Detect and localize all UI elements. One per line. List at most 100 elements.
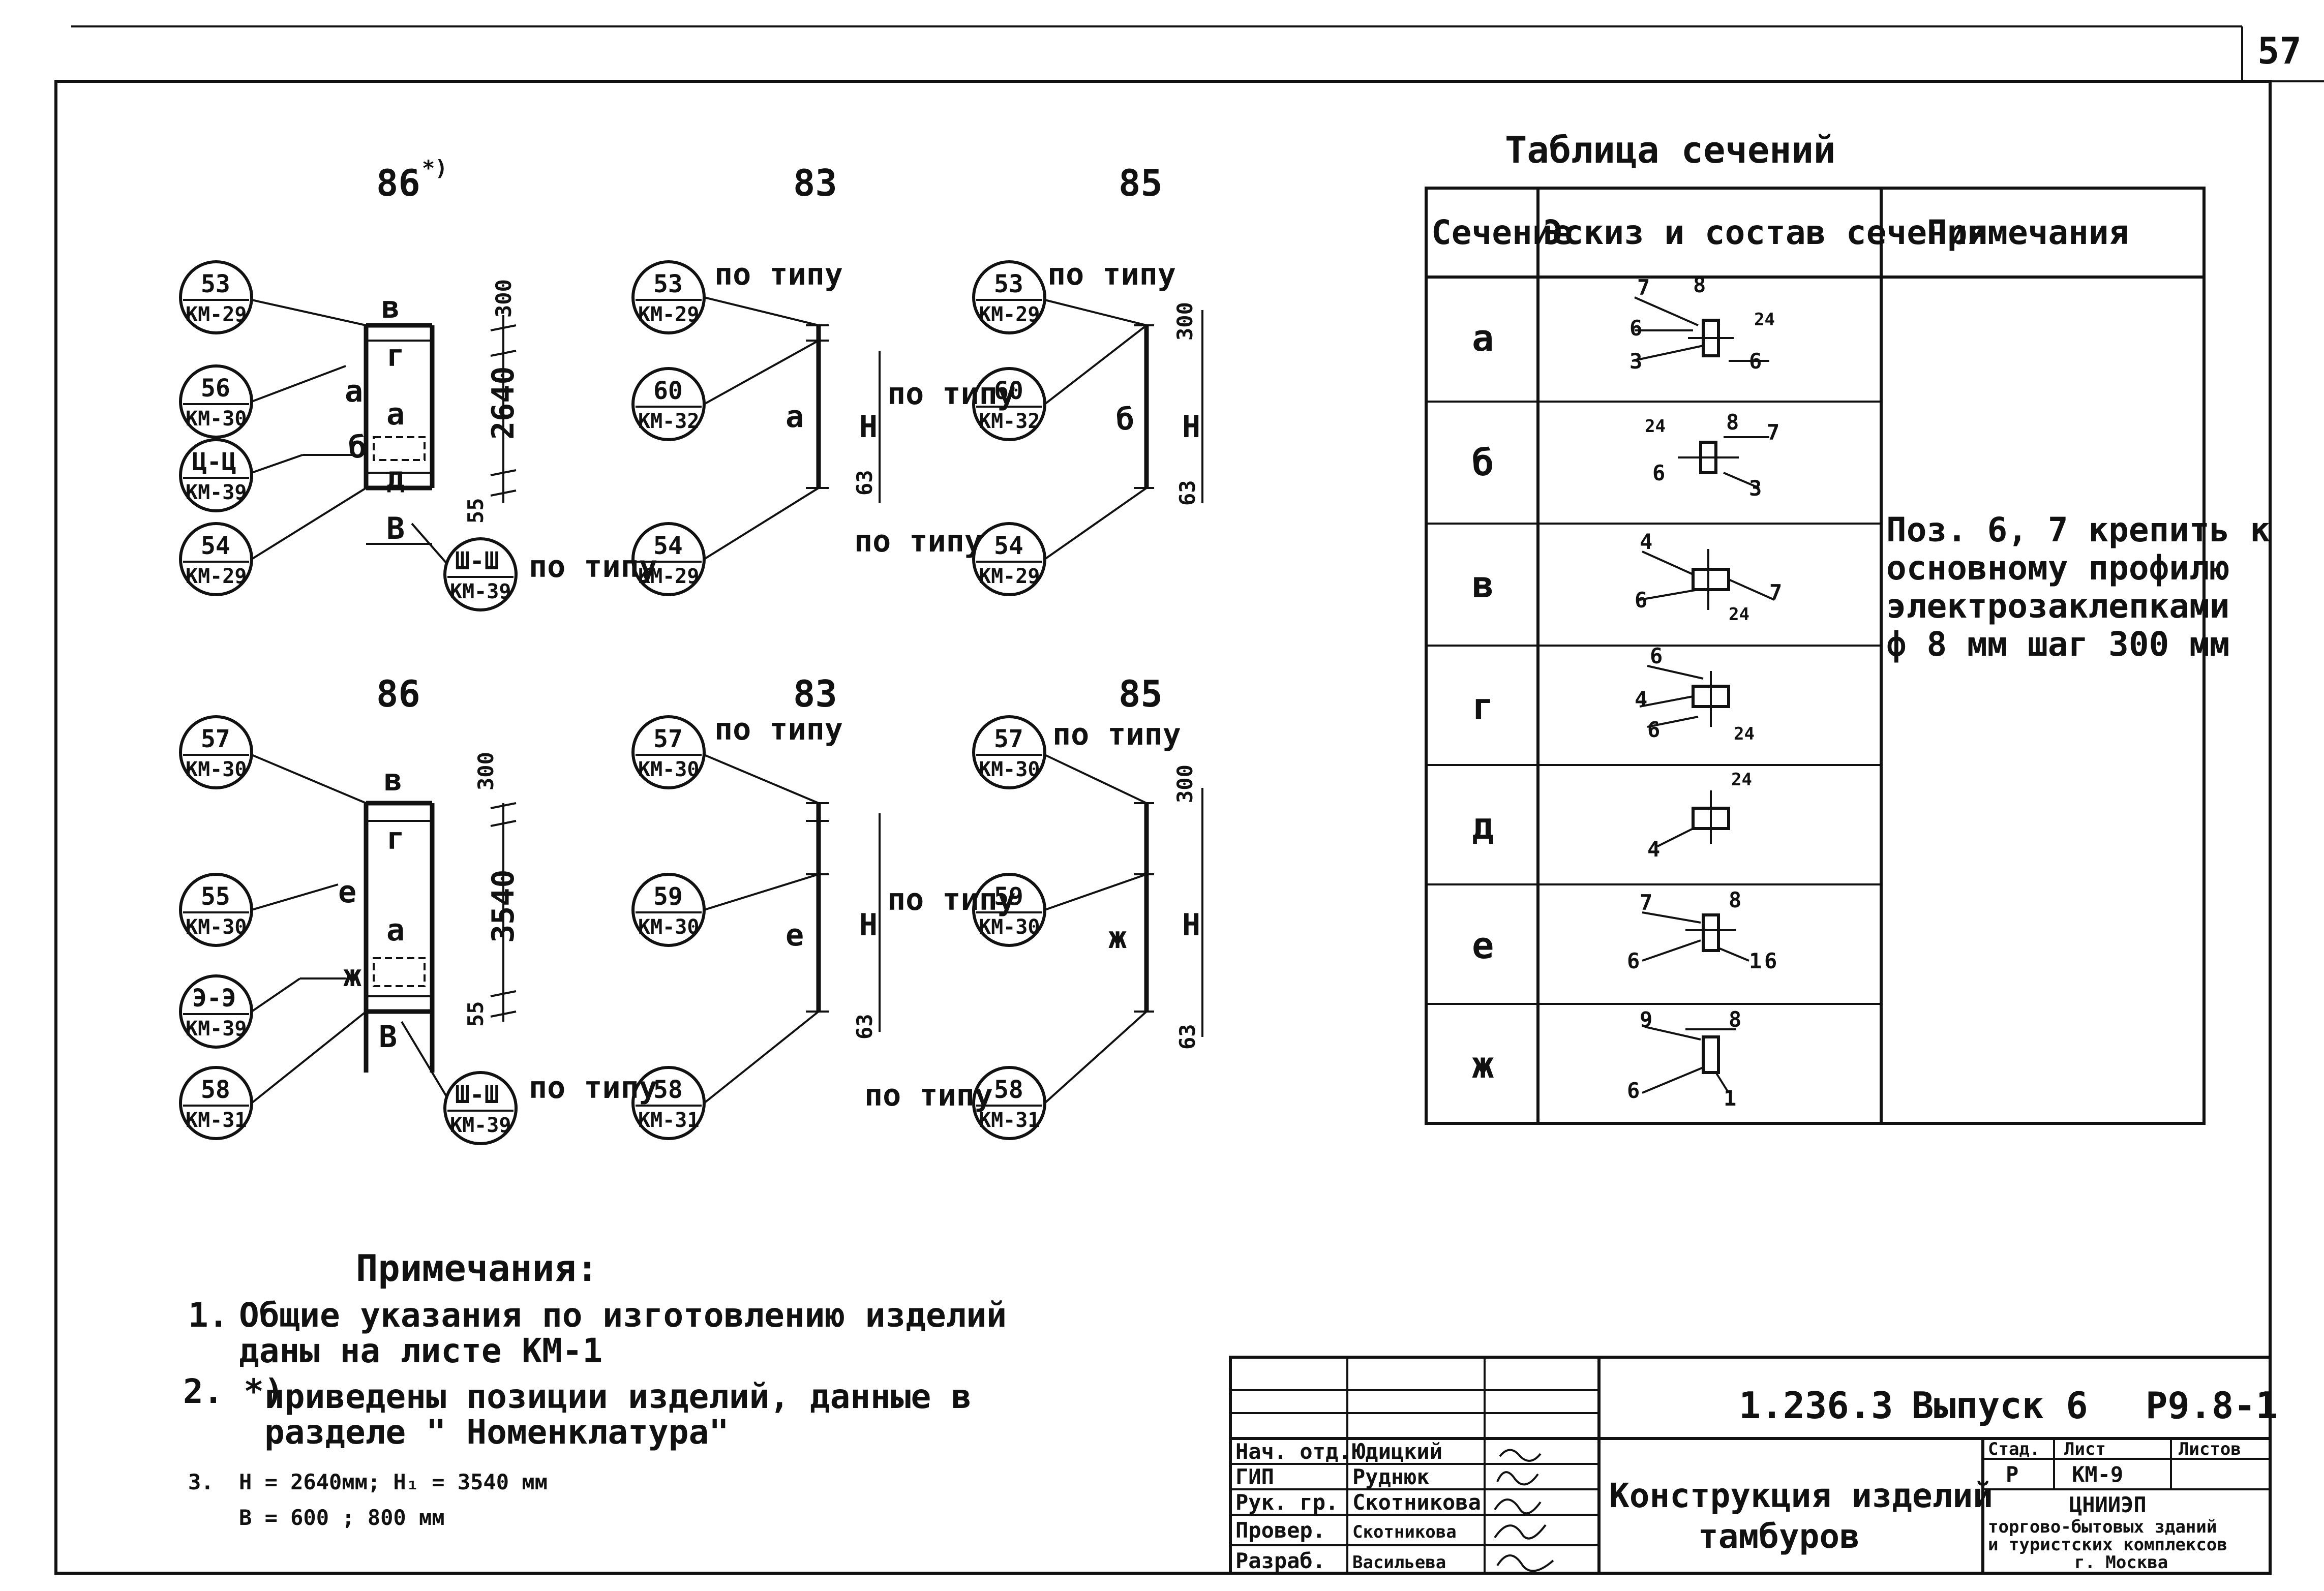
svg-text:е: е (338, 874, 356, 910)
svg-text:КМ-30: КМ-30 (979, 915, 1040, 939)
svg-text:ж: ж (1108, 920, 1127, 956)
svg-text:КМ-29: КМ-29 (979, 303, 1040, 326)
svg-text:КМ-31: КМ-31 (979, 1109, 1040, 1132)
sketch-zh: 9 8 6 1 (1627, 1007, 1741, 1111)
svg-text:КМ-29: КМ-29 (638, 303, 699, 326)
svg-text:КМ-30: КМ-30 (186, 758, 247, 781)
section-table: Таблица сечений Сечение Эскиз и состав с… (1425, 129, 2270, 1125)
svg-text:КМ-32: КМ-32 (638, 410, 699, 433)
bubble-ww: Ш-ШКМ-39 (443, 537, 518, 611)
svg-text:8: 8 (1693, 272, 1706, 297)
svg-text:7: 7 (1769, 580, 1782, 605)
doc-sheet-code: Р9.8-1 (2146, 1384, 2278, 1427)
svg-text:1.: 1. (188, 1296, 228, 1335)
svg-text:Юдицкий: Юдицкий (1352, 1439, 1442, 1464)
svg-text:9: 9 (1640, 1007, 1652, 1032)
svg-text:300: 300 (473, 752, 498, 790)
row-section-v: в (1472, 563, 1494, 606)
signature-3 (1494, 1498, 1542, 1515)
table-note-line-4: ф 8 мм шаг 300 мм (1886, 625, 2230, 664)
signature-4 (1494, 1524, 1547, 1540)
svg-text:КМ-30: КМ-30 (186, 915, 247, 939)
svg-text:3540: 3540 (486, 870, 521, 943)
svg-text:б: б (1116, 402, 1134, 437)
sketch-e: 7 8 6 1 6 (1627, 888, 1777, 973)
signature-2 (1496, 1471, 1539, 1486)
svg-text:24: 24 (1645, 416, 1666, 437)
svg-text:КМ-39: КМ-39 (186, 1017, 247, 1041)
svg-text:57: 57 (653, 725, 683, 753)
svg-text:300: 300 (1172, 764, 1197, 803)
svg-text:В: В (386, 511, 405, 546)
svg-text:а: а (386, 912, 405, 948)
svg-text:H: H (859, 409, 878, 445)
svg-text:3: 3 (1629, 349, 1642, 374)
note-1-line-2: даны на листе КМ-1 (239, 1331, 602, 1370)
svg-text:24: 24 (1754, 310, 1775, 330)
svg-text:300: 300 (1172, 302, 1197, 341)
svg-text:КМ-29: КМ-29 (186, 565, 247, 588)
svg-text:*): *) (422, 156, 448, 180)
svg-text:24: 24 (1729, 604, 1749, 625)
view-title-85-top: 85 (1119, 162, 1163, 204)
svg-text:КМ-39: КМ-39 (186, 481, 247, 504)
signature-1 (1499, 1449, 1542, 1462)
svg-text:53: 53 (653, 270, 683, 298)
svg-text:д: д (386, 460, 405, 496)
svg-text:г: г (386, 821, 405, 856)
svg-text:Ш-Ш: Ш-Ш (455, 1081, 499, 1109)
note-1-line-1: Общие указания по изготовлению изделий (239, 1296, 1007, 1335)
page-number: 57 (2257, 29, 2302, 72)
svg-text:3: 3 (1749, 476, 1762, 501)
row-section-d: д (1472, 805, 1494, 847)
svg-text:КМ-29: КМ-29 (979, 565, 1040, 588)
svg-text:КМ-30: КМ-30 (186, 407, 247, 431)
note-2-line-2: разделе " Номенклатура" (264, 1413, 729, 1452)
svg-text:60: 60 (994, 377, 1023, 405)
bubble-cc: Ц-ЦКМ-39 (179, 438, 253, 512)
header-notes: Примечания (1927, 213, 2129, 252)
svg-text:Листов: Листов (2179, 1439, 2241, 1459)
doc-title-line-1: Конструкция изделий (1609, 1476, 1993, 1515)
svg-text:3.: 3. (188, 1470, 214, 1494)
view-title-83-top: 83 (793, 162, 837, 204)
svg-text:Васильева: Васильева (1352, 1552, 1446, 1573)
svg-text:е: е (786, 917, 804, 953)
svg-text:6: 6 (1629, 316, 1642, 341)
svg-text:4: 4 (1635, 687, 1647, 712)
svg-text:6: 6 (1652, 461, 1665, 485)
svg-text:H: H (1182, 907, 1200, 943)
sketch-a: 7 8 6 3 6 24 (1629, 272, 1775, 374)
note-3-line-1: H = 2640мм; H₁ = 3540 мм (239, 1470, 548, 1494)
svg-text:и туристских комплексов: и туристских комплексов (1988, 1535, 2227, 1555)
svg-text:24: 24 (1731, 770, 1752, 790)
svg-text:Провер.: Провер. (1235, 1518, 1325, 1543)
bubble-ee: Э-ЭКМ-39 (179, 974, 253, 1049)
notes-title: Примечания: (356, 1247, 598, 1290)
doc-code: 1.236.3 (1739, 1384, 1893, 1427)
row-section-g: г (1472, 685, 1494, 728)
svg-text:2. *): 2. *) (183, 1372, 284, 1411)
svg-text:Лист: Лист (2064, 1439, 2106, 1459)
svg-text:а: а (386, 396, 405, 432)
sketch-b: 24 8 7 6 3 (1645, 410, 1779, 501)
svg-text:КМ-39: КМ-39 (450, 1114, 511, 1137)
svg-text:24: 24 (1734, 724, 1755, 744)
svg-text:55: 55 (463, 498, 488, 524)
svg-text:КМ-30: КМ-30 (638, 915, 699, 939)
svg-text:в: в (381, 290, 400, 325)
svg-text:по типу: по типу (864, 1078, 993, 1113)
svg-text:300: 300 (491, 279, 516, 318)
svg-text:ЦНИИЭП: ЦНИИЭП (2069, 1492, 2147, 1517)
svg-text:8: 8 (1729, 1007, 1741, 1032)
svg-text:56: 56 (201, 374, 230, 403)
svg-text:58: 58 (201, 1076, 230, 1104)
doc-issue: Выпуск 6 (1912, 1384, 2088, 1427)
svg-text:6: 6 (1627, 949, 1640, 973)
